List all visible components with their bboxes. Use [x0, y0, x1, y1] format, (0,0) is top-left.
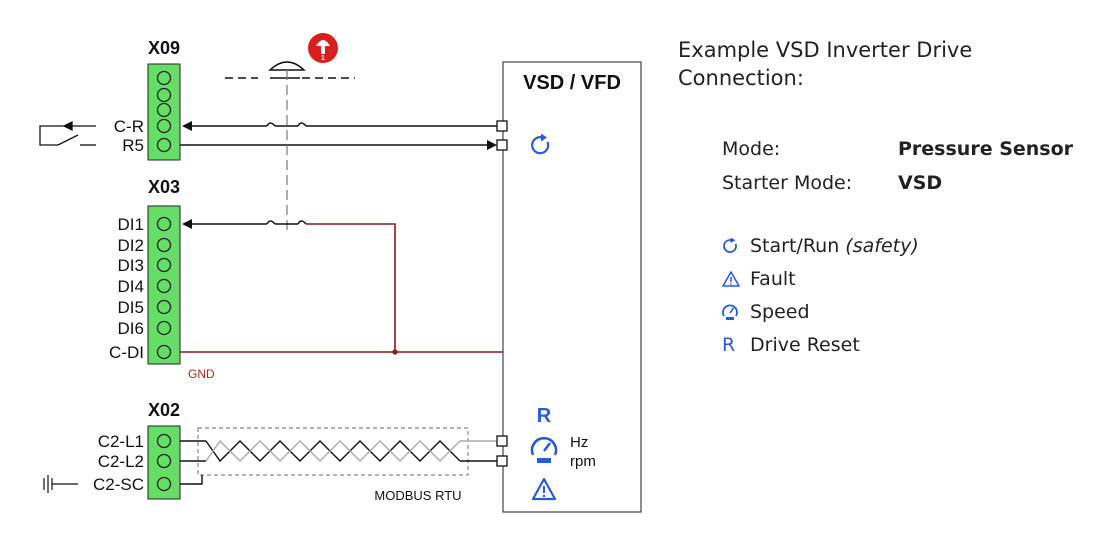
wiring-diagram: VSD / VFD X09 C-R R5: [39, 33, 642, 513]
vsd-input-modbus-b: [496, 455, 508, 467]
speed-gauge-icon: [530, 436, 558, 463]
wire-di1: [190, 220, 396, 352]
ground-symbol: [43, 475, 78, 493]
estop-icon: 1: [308, 33, 338, 63]
x09-pin-c-r: [156, 118, 172, 134]
info-panel: Example VSD Inverter Drive Connection: M…: [678, 36, 1098, 356]
x09-terminal-block: [147, 63, 181, 161]
mode-row: Mode: Pressure Sensor: [722, 132, 1073, 166]
estop-button-symbol: [225, 61, 355, 230]
vsd-input-c-r: [496, 120, 508, 132]
fault-legend-text: Fault: [750, 267, 796, 290]
info-title-line1: Example VSD Inverter Drive: [678, 38, 973, 62]
x03-pins: [156, 216, 172, 360]
c-r-arrowhead: [182, 121, 192, 131]
x03-title: X03: [148, 177, 180, 197]
mode-table: Mode: Pressure Sensor Starter Mode: VSD: [722, 132, 1073, 200]
x09-pin-2: [156, 87, 172, 103]
start-run-legend-text: Start/Run (safety): [750, 234, 919, 257]
x02-label-c2-sc: C2-SC: [93, 475, 144, 494]
vsd-input-modbus-a: [496, 435, 508, 447]
legend: Start/Run (safety) Fault Speed: [722, 229, 919, 361]
x03-pin-di6: [156, 320, 172, 336]
vsd-title: VSD / VFD: [523, 72, 621, 94]
vsd-box: [502, 61, 642, 513]
info-title-line2: Connection:: [678, 66, 804, 90]
wire-junction: [392, 349, 398, 355]
drive-reset-legend-text: Drive Reset: [750, 333, 860, 356]
mode-label: Mode:: [722, 138, 781, 160]
x09-pin-r5: [156, 137, 172, 153]
starter-mode-row: Starter Mode: VSD: [722, 166, 1073, 200]
x09-label-r5: R5: [122, 136, 144, 155]
relay-contact-symbol: [39, 120, 96, 146]
x03-pin-di1: [156, 216, 172, 232]
x02-label-c2-l2: C2-L2: [98, 452, 144, 471]
x02-label-c2-l1: C2-L1: [98, 432, 144, 451]
x03-label-di4: DI4: [118, 277, 144, 296]
vsd-input-r5: [496, 139, 508, 151]
fault-legend-icon: [722, 270, 750, 287]
modbus-label: MODBUS RTU: [374, 488, 461, 503]
x03-label-di2: DI2: [118, 236, 144, 255]
x03-terminal-block: [147, 205, 181, 365]
x03-label-di3: DI3: [118, 256, 144, 275]
modbus-twisted-pair: [180, 439, 497, 485]
x03-pin-di4: [156, 278, 172, 294]
legend-item-drive-reset: R Drive Reset: [722, 328, 919, 361]
x03-label-c-di: C-DI: [109, 343, 144, 362]
x02-pin-c2-l2: [156, 453, 172, 469]
svg-text:1: 1: [321, 55, 325, 62]
hz-label: Hz: [570, 434, 588, 451]
x03-pin-di5: [156, 299, 172, 315]
fault-icon: [531, 477, 557, 501]
x09-label-c-r: C-R: [114, 117, 144, 136]
rpm-label: rpm: [570, 453, 596, 470]
x03-label-di1: DI1: [118, 215, 144, 234]
x03-pin-di3: [156, 257, 172, 273]
x02-pin-c2-l1: [156, 433, 172, 449]
x02-pins: [156, 433, 172, 492]
x03-pin-c-di: [156, 344, 172, 360]
x02-pin-c2-sc: [156, 476, 172, 492]
wire-c-r: [190, 122, 497, 127]
start-run-legend-icon: [722, 237, 750, 254]
starter-mode-label: Starter Mode:: [722, 172, 853, 194]
x02-terminal-block: [147, 425, 181, 500]
di1-arrowhead: [182, 219, 192, 229]
r5-arrowhead: [487, 140, 497, 150]
x03-label-di5: DI5: [118, 298, 144, 317]
starter-mode-value: VSD: [898, 172, 943, 194]
reset-letter: R: [537, 405, 552, 427]
x09-pin-1: [156, 70, 172, 86]
legend-item-fault: Fault: [722, 262, 919, 295]
mode-value: Pressure Sensor: [898, 138, 1074, 160]
x09-title: X09: [148, 38, 180, 58]
speed-legend-text: Speed: [750, 300, 810, 323]
gnd-label: GND: [188, 367, 215, 381]
reset-legend-icon: R: [722, 333, 736, 356]
x02-title: X02: [148, 400, 180, 420]
x03-label-di6: DI6: [118, 319, 144, 338]
legend-item-speed: Speed: [722, 295, 919, 328]
x03-pin-di2: [156, 237, 172, 253]
start-run-icon: [531, 133, 550, 155]
speed-legend-icon: [722, 304, 750, 320]
x09-pin-3: [156, 102, 172, 118]
modbus-shield: [197, 427, 469, 476]
legend-item-start-run: Start/Run (safety): [722, 229, 919, 262]
